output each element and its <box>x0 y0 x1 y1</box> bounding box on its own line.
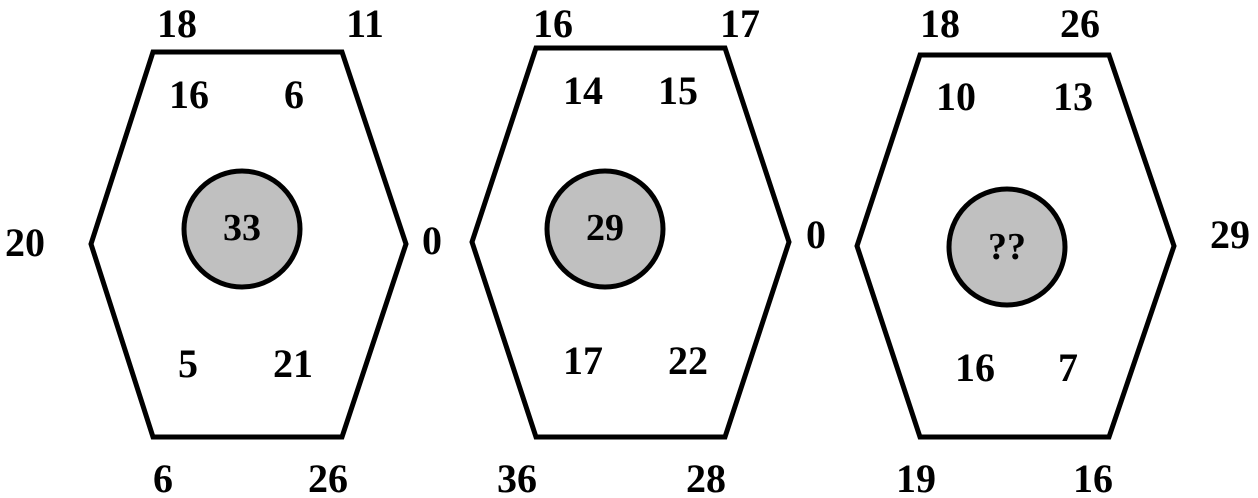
hexagon-shape <box>469 45 792 440</box>
inner-bottom-right: 22 <box>668 338 708 383</box>
hexagon-shape <box>854 52 1177 440</box>
hexagon-shape <box>88 49 409 440</box>
outer-bottom-right: 28 <box>686 456 726 498</box>
inner-top-left: 14 <box>563 68 603 113</box>
outer-top-right: 11 <box>346 1 384 46</box>
center-value: ?? <box>988 226 1026 268</box>
outer-top-right: 26 <box>1060 1 1100 46</box>
center-value: 33 <box>223 207 261 249</box>
inner-top-left: 16 <box>169 72 209 117</box>
outer-bottom-left: 36 <box>497 456 537 498</box>
inner-bottom-left: 17 <box>563 338 603 383</box>
inner-top-right: 6 <box>284 72 304 117</box>
outer-left: 20 <box>5 220 45 265</box>
hexagon-panel-1: 33 18 11 20 0 6 26 16 6 5 21 <box>5 1 442 498</box>
center-circle <box>181 168 303 290</box>
outer-bottom-right: 16 <box>1073 456 1113 498</box>
hexagon-panel-2: 29 16 17 0 36 28 14 15 17 22 <box>469 1 826 498</box>
outer-bottom-left: 6 <box>153 456 173 498</box>
hexagon-panel-3: ?? 18 26 29 19 16 10 13 16 7 <box>854 1 1250 498</box>
center-circle <box>946 186 1068 308</box>
inner-top-right: 13 <box>1053 74 1093 119</box>
center-circle <box>544 168 666 290</box>
outer-bottom-left: 19 <box>896 456 936 498</box>
inner-bottom-left: 16 <box>955 345 995 390</box>
inner-top-right: 15 <box>658 68 698 113</box>
outer-right: 0 <box>422 218 442 263</box>
center-value: 29 <box>586 207 624 249</box>
outer-top-left: 18 <box>920 1 960 46</box>
outer-top-right: 17 <box>720 1 760 46</box>
inner-top-left: 10 <box>936 74 976 119</box>
outer-bottom-right: 26 <box>308 456 348 498</box>
inner-bottom-left: 5 <box>178 341 198 386</box>
outer-top-left: 16 <box>533 1 573 46</box>
outer-right: 29 <box>1210 212 1250 257</box>
outer-right: 0 <box>806 212 826 257</box>
outer-top-left: 18 <box>157 1 197 46</box>
inner-bottom-right: 21 <box>273 341 313 386</box>
inner-bottom-right: 7 <box>1058 345 1078 390</box>
